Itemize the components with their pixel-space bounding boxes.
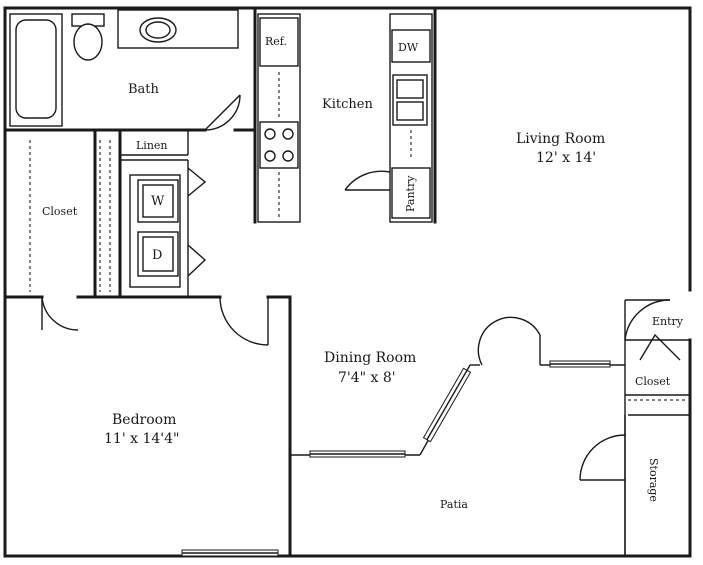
kitchen-label: Kitchen (322, 97, 373, 112)
doors (41, 94, 681, 481)
bedroom-dimensions: 11' x 14'4" (104, 431, 179, 447)
windows (181, 360, 611, 557)
dishwasher (391, 29, 431, 63)
living-room-dimensions: 12' x 14' (536, 150, 596, 166)
bedroom-label: Bedroom (112, 412, 176, 428)
toilet (71, 13, 105, 61)
washer (137, 179, 179, 223)
entry-label: Entry (652, 315, 684, 328)
bath-label: Bath (128, 82, 160, 97)
closet-right-label: Closet (635, 375, 671, 388)
washer-label: W (151, 194, 165, 209)
laundry-closet (129, 174, 181, 288)
kitchen-sink (392, 74, 428, 126)
interior-walls (3, 6, 692, 558)
patio-label: Patia (440, 498, 468, 511)
closet-rods (29, 140, 111, 292)
pantry-label: Pantry (404, 175, 417, 212)
storage-label: Storage (647, 458, 660, 502)
dryer (137, 231, 179, 277)
refrigerator-label: Ref. (265, 35, 287, 48)
bathtub (9, 13, 63, 127)
outer-walls (3, 6, 692, 558)
living-room-label: Living Room (516, 131, 605, 147)
refrigerator (259, 17, 299, 67)
linen-label: Linen (136, 139, 168, 152)
dryer-label: D (152, 248, 162, 263)
dining-room-label: Dining Room (324, 350, 416, 366)
stove (259, 121, 299, 169)
closet-left-label: Closet (42, 205, 78, 218)
pantry (391, 167, 431, 219)
bath-vanity (117, 9, 239, 49)
dining-room-dimensions: 7'4" x 8' (338, 370, 396, 386)
dishwasher-label: DW (398, 41, 419, 54)
